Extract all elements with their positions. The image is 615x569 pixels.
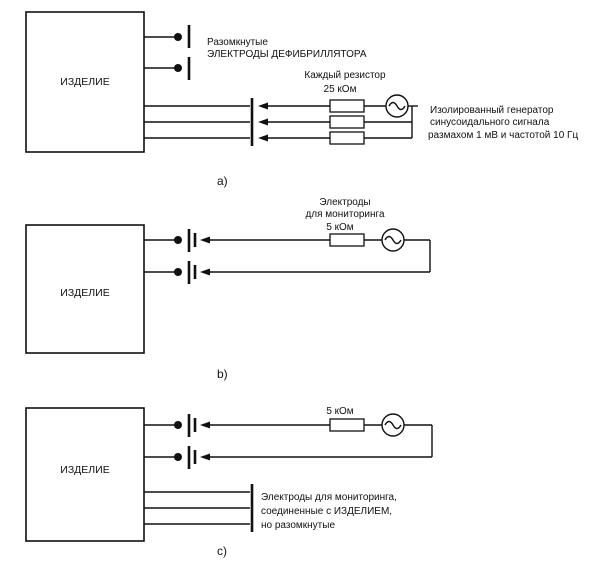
monitoring-electrode-b2 bbox=[144, 261, 197, 284]
device-box-c bbox=[25, 407, 145, 542]
electrodes-label-b-1: Электроды bbox=[319, 197, 370, 208]
resistor-label-b: 5 кОм bbox=[326, 222, 353, 233]
panel-b: ИЗДЕЛИЕ Электроды для мониторинга 5 bbox=[25, 197, 431, 381]
resistor-a2 bbox=[329, 115, 365, 129]
note-c-1: Электроды для мониторинга, bbox=[261, 492, 397, 503]
device-box-b bbox=[25, 224, 145, 354]
resistor-b bbox=[329, 233, 365, 247]
generator-label-3: размахом 1 мВ и частотой 10 Гц bbox=[428, 130, 578, 141]
resistor-a3 bbox=[329, 131, 365, 145]
defib-electrode-1 bbox=[144, 25, 191, 48]
sine-generator-b bbox=[381, 228, 405, 252]
device-label-b: ИЗДЕЛИЕ bbox=[60, 287, 109, 299]
defib-electrode-2 bbox=[144, 57, 191, 80]
caption-a: a) bbox=[217, 174, 228, 188]
monitoring-electrode-c1 bbox=[144, 414, 197, 437]
resistor-label-a-1: Каждый резистор bbox=[304, 70, 386, 81]
monitoring-electrode-b1 bbox=[144, 229, 197, 252]
device-label-c: ИЗДЕЛИЕ bbox=[60, 464, 109, 476]
note-c-3: но разомкнутые bbox=[261, 520, 335, 531]
caption-b: b) bbox=[217, 367, 228, 381]
sine-generator-a bbox=[385, 94, 409, 118]
generator-label-2: синусоидального сигнала bbox=[430, 117, 550, 128]
generator-label-1: Изолированный генератор bbox=[430, 105, 554, 116]
device-box-a bbox=[25, 11, 145, 153]
open-electrodes-label-2: ЭЛЕКТРОДЫ ДЕФИБРИЛЛЯТОРА bbox=[207, 49, 367, 60]
resistor-a1 bbox=[329, 99, 365, 113]
note-c-2: соединенные с ИЗДЕЛИЕМ, bbox=[261, 506, 392, 517]
panel-a: ИЗДЕЛИЕ Разомкнутые ЭЛЕКТРОДЫ ДЕФИБРИЛЛЯ… bbox=[25, 11, 578, 188]
device-label-a: ИЗДЕЛИЕ bbox=[60, 76, 109, 88]
resistor-label-c: 5 кОм bbox=[326, 406, 353, 417]
open-electrodes-label-1: Разомкнутые bbox=[207, 37, 268, 48]
resistor-label-a-2: 25 кОм bbox=[324, 84, 357, 95]
sine-generator-c bbox=[381, 413, 405, 437]
caption-c: c) bbox=[217, 544, 227, 558]
electrodes-label-b-2: для мониторинга bbox=[305, 209, 385, 220]
panel-c: ИЗДЕЛИЕ 5 кОм bbox=[25, 406, 433, 558]
resistor-c bbox=[329, 418, 365, 432]
monitoring-electrode-c2 bbox=[144, 446, 197, 469]
